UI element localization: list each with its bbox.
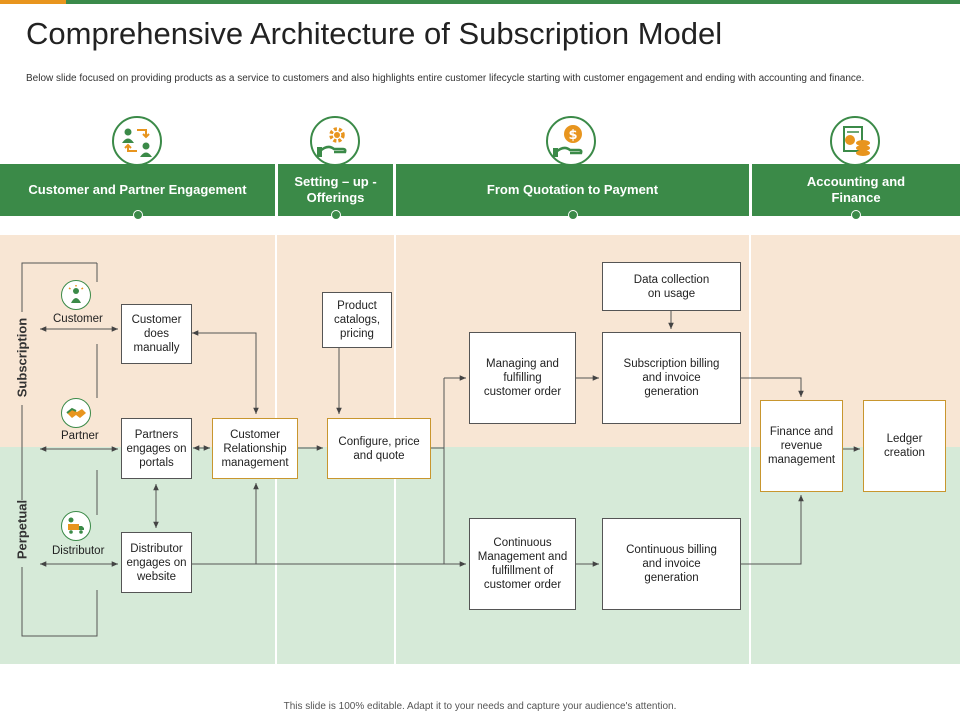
people-exchange-icon bbox=[112, 116, 162, 166]
person-idea-icon bbox=[61, 280, 91, 310]
actor-label-customer: Customer bbox=[53, 313, 103, 325]
column-header-label: From Quotation to Payment bbox=[486, 182, 659, 197]
continuous-billing-box: Continuous billing and invoice generatio… bbox=[602, 518, 741, 610]
cpq-box: Configure, price and quote bbox=[327, 418, 431, 479]
column-divider bbox=[749, 235, 751, 664]
ledger-creation-box: Ledger creation bbox=[863, 400, 946, 492]
finance-revenue-box: Finance and revenue management bbox=[760, 400, 843, 492]
continuous-management-box: Continuous Management and fulfillment of… bbox=[469, 518, 576, 610]
actor-label-distributor: Distributor bbox=[52, 545, 105, 557]
column-header-label: Customer and Partner Engagement bbox=[28, 182, 247, 197]
crm-box: Customer Relationship management bbox=[212, 418, 298, 479]
column-header-accounting: Accounting and Finance bbox=[752, 164, 960, 220]
distributor-website-box: Distributor engages on website bbox=[121, 532, 192, 593]
product-catalogs-box: Product catalogs, pricing bbox=[322, 292, 392, 348]
handshake-icon bbox=[61, 398, 91, 428]
column-header-label: Setting – up - Offerings bbox=[294, 174, 377, 205]
managing-order-box: Managing and fulfilling customer order bbox=[469, 332, 576, 424]
top-accent-bar bbox=[0, 0, 960, 4]
header-dot bbox=[851, 210, 861, 220]
coins-document-icon bbox=[830, 116, 880, 166]
dollar-hand-icon: $ bbox=[546, 116, 596, 166]
column-header-label: Accounting and Finance bbox=[806, 174, 906, 205]
delivery-truck-icon bbox=[61, 511, 91, 541]
column-header-quotation: From Quotation to Payment bbox=[396, 164, 749, 220]
partners-portals-box: Partners engages on portals bbox=[121, 418, 192, 479]
page-title: Comprehensive Architecture of Subscripti… bbox=[26, 16, 723, 51]
gear-hand-icon bbox=[310, 116, 360, 166]
column-header-engagement: Customer and Partner Engagement bbox=[0, 164, 275, 220]
svg-text:$: $ bbox=[568, 128, 577, 143]
footer-note: This slide is 100% editable. Adapt it to… bbox=[283, 701, 677, 712]
header-dot bbox=[567, 210, 578, 220]
top-accent-orange bbox=[0, 0, 66, 4]
data-collection-box: Data collection on usage bbox=[602, 262, 741, 311]
header-dot bbox=[330, 210, 341, 220]
page-subtitle: Below slide focused on providing product… bbox=[26, 73, 865, 84]
column-header-offerings: Setting – up - Offerings bbox=[278, 164, 393, 220]
actor-label-partner: Partner bbox=[61, 430, 99, 442]
header-dot bbox=[132, 210, 143, 220]
subscription-billing-box: Subscription billing and invoice generat… bbox=[602, 332, 741, 424]
customer-manual-box: Customer does manually bbox=[121, 304, 192, 364]
